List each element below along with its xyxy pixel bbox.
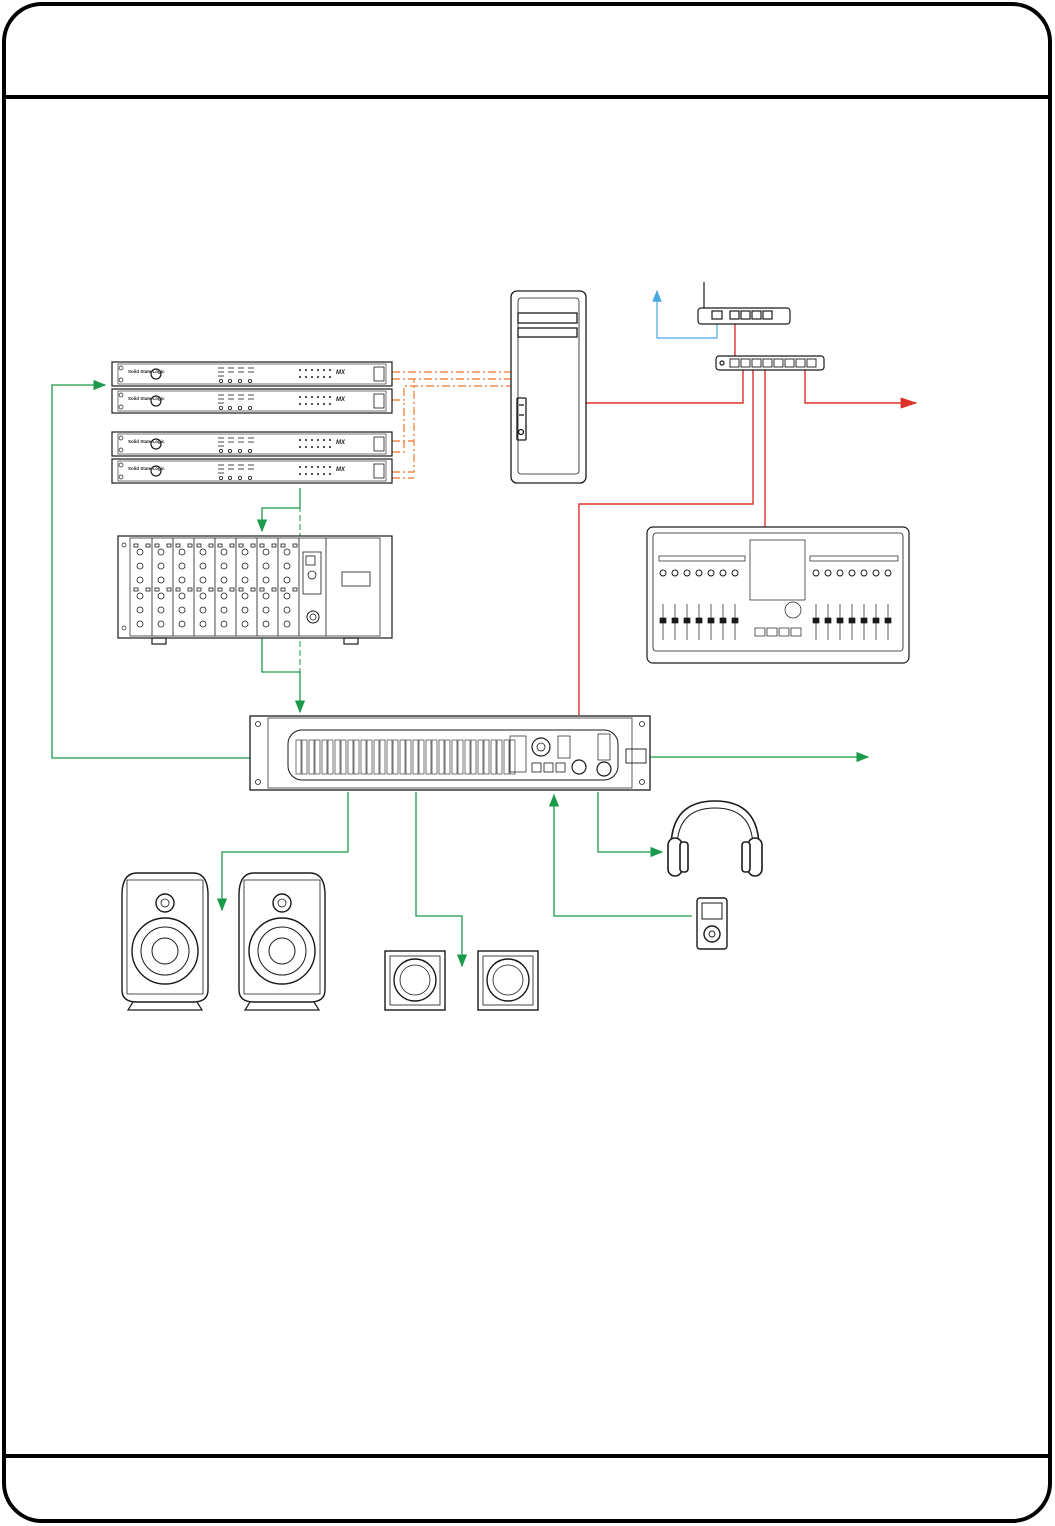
converter-unit-4: Solid State Logic MX bbox=[111, 458, 393, 484]
converter-brand: Solid State Logic bbox=[128, 439, 165, 444]
outboard-rack-icon bbox=[117, 535, 393, 645]
converter-brand: Solid State Logic bbox=[128, 369, 165, 374]
studio-monitor-icon-left bbox=[121, 872, 209, 1011]
converter-unit-3: Solid State Logic MX bbox=[111, 431, 393, 457]
converter-model: MX bbox=[336, 440, 346, 446]
converter-model: MX bbox=[336, 370, 346, 376]
audio-interface-icon bbox=[249, 715, 651, 791]
converter-model: MX bbox=[336, 467, 346, 473]
tower-computer-icon bbox=[510, 290, 587, 484]
wifi-router-icon bbox=[697, 282, 791, 325]
network-switch-icon bbox=[715, 355, 825, 371]
converter-model: MX bbox=[336, 397, 346, 403]
converter-unit-1: Solid State Logic MX bbox=[111, 361, 393, 387]
converter-brand: Solid State Logic bbox=[128, 396, 165, 401]
digital-cables bbox=[392, 371, 512, 479]
control-surface-icon bbox=[646, 526, 910, 664]
headphones-icon bbox=[667, 800, 763, 877]
uplink-cable bbox=[652, 289, 718, 339]
media-player-icon bbox=[696, 897, 728, 950]
converter-unit-2: Solid State Logic MX bbox=[111, 388, 393, 414]
subwoofer-icon-left bbox=[384, 950, 446, 1011]
converter-brand: Solid State Logic bbox=[128, 466, 165, 471]
studio-monitor-icon-right bbox=[238, 872, 326, 1011]
network-cables bbox=[578, 320, 918, 715]
subwoofer-icon-right bbox=[477, 950, 539, 1011]
